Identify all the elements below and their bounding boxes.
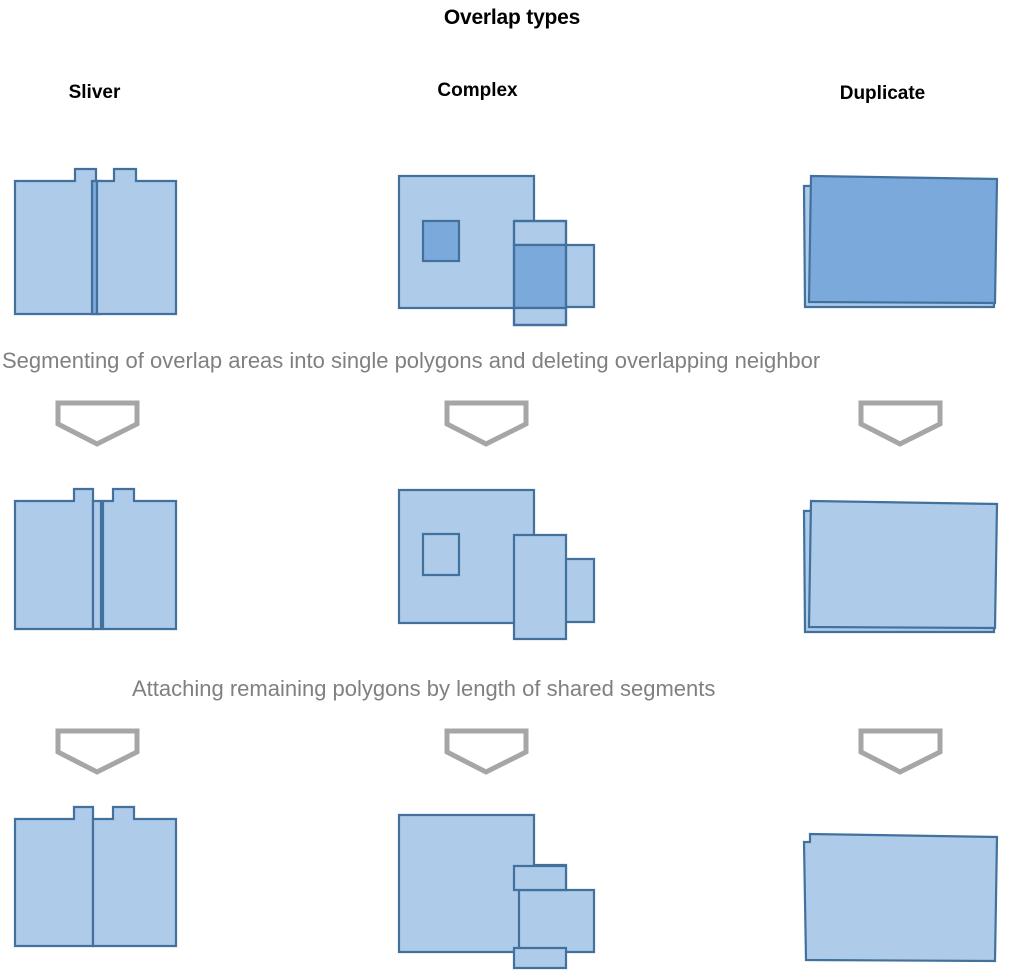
sliver-polygon-right[interactable] — [101, 487, 178, 631]
complex-main-polygon[interactable] — [397, 488, 536, 625]
complex-right-rectangle[interactable] — [517, 243, 596, 309]
complex-inner-hole-polygon[interactable] — [421, 219, 461, 263]
stage-3-duplicate-group — [802, 832, 999, 963]
duplicate-polygon-back[interactable] — [802, 182, 996, 309]
sliver-polygon-left[interactable] — [13, 487, 95, 631]
column-heading-complex: Complex — [437, 80, 518, 101]
complex-right-rectangle[interactable] — [517, 557, 596, 624]
column-heading-duplicate: Duplicate — [839, 83, 926, 104]
sliver-polygon-right[interactable] — [95, 167, 178, 316]
duplicate-merged-polygon[interactable] — [802, 832, 999, 963]
caption-segmenting: Segmenting of overlap areas into single … — [2, 348, 821, 373]
sliver-overlap-strip[interactable] — [90, 179, 103, 316]
sliver-separated-strip[interactable] — [91, 499, 103, 631]
down-arrow-pentagon-icon — [858, 400, 943, 447]
down-arrow-pentagon-icon — [55, 400, 140, 447]
stage-3-sliver-group — [13, 805, 178, 948]
arrow-row-2 — [55, 728, 943, 775]
complex-middle-rectangle-overlap[interactable] — [512, 243, 568, 310]
sliver-polygon-left[interactable] — [13, 167, 98, 316]
duplicate-polygon-back[interactable] — [802, 507, 996, 634]
stage-1-duplicate-group — [802, 174, 999, 309]
down-arrow-pentagon-icon — [858, 728, 943, 775]
complex-merged-main-polygon[interactable] — [397, 813, 568, 954]
complex-upper-notch-rectangle[interactable] — [512, 864, 568, 892]
sliver-merged-polygon-left[interactable] — [13, 805, 95, 948]
down-arrow-pentagon-icon — [55, 728, 140, 775]
caption-attaching: Attaching remaining polygons by length o… — [132, 676, 716, 701]
stage-2-complex-group — [397, 488, 596, 641]
page-title: Overlap types — [443, 6, 581, 29]
stage-3-complex-group — [397, 813, 596, 970]
complex-inner-hole-outline[interactable] — [421, 532, 461, 577]
complex-middle-rectangle-upper[interactable] — [512, 219, 568, 247]
down-arrow-pentagon-icon — [444, 400, 529, 447]
column-heading-sliver: Sliver — [68, 82, 121, 103]
complex-right-rectangle[interactable] — [517, 888, 596, 954]
stage-1-complex-group — [397, 174, 596, 327]
stage-2-sliver-group — [13, 487, 178, 631]
arrow-row-1 — [55, 400, 943, 447]
complex-bottom-rectangle[interactable] — [512, 946, 568, 970]
stage-2-duplicate-group — [802, 499, 999, 634]
sliver-merged-polygon-right[interactable] — [91, 805, 178, 948]
complex-middle-rectangle-outline — [512, 219, 568, 327]
down-arrow-pentagon-icon — [444, 728, 529, 775]
duplicate-polygon-front[interactable] — [807, 499, 999, 630]
complex-bottom-rectangle[interactable] — [512, 306, 568, 327]
duplicate-polygon-front[interactable] — [807, 174, 999, 305]
complex-middle-rectangle[interactable] — [512, 533, 568, 641]
complex-main-polygon[interactable] — [397, 174, 536, 310]
stage-1-sliver-group — [13, 167, 178, 316]
